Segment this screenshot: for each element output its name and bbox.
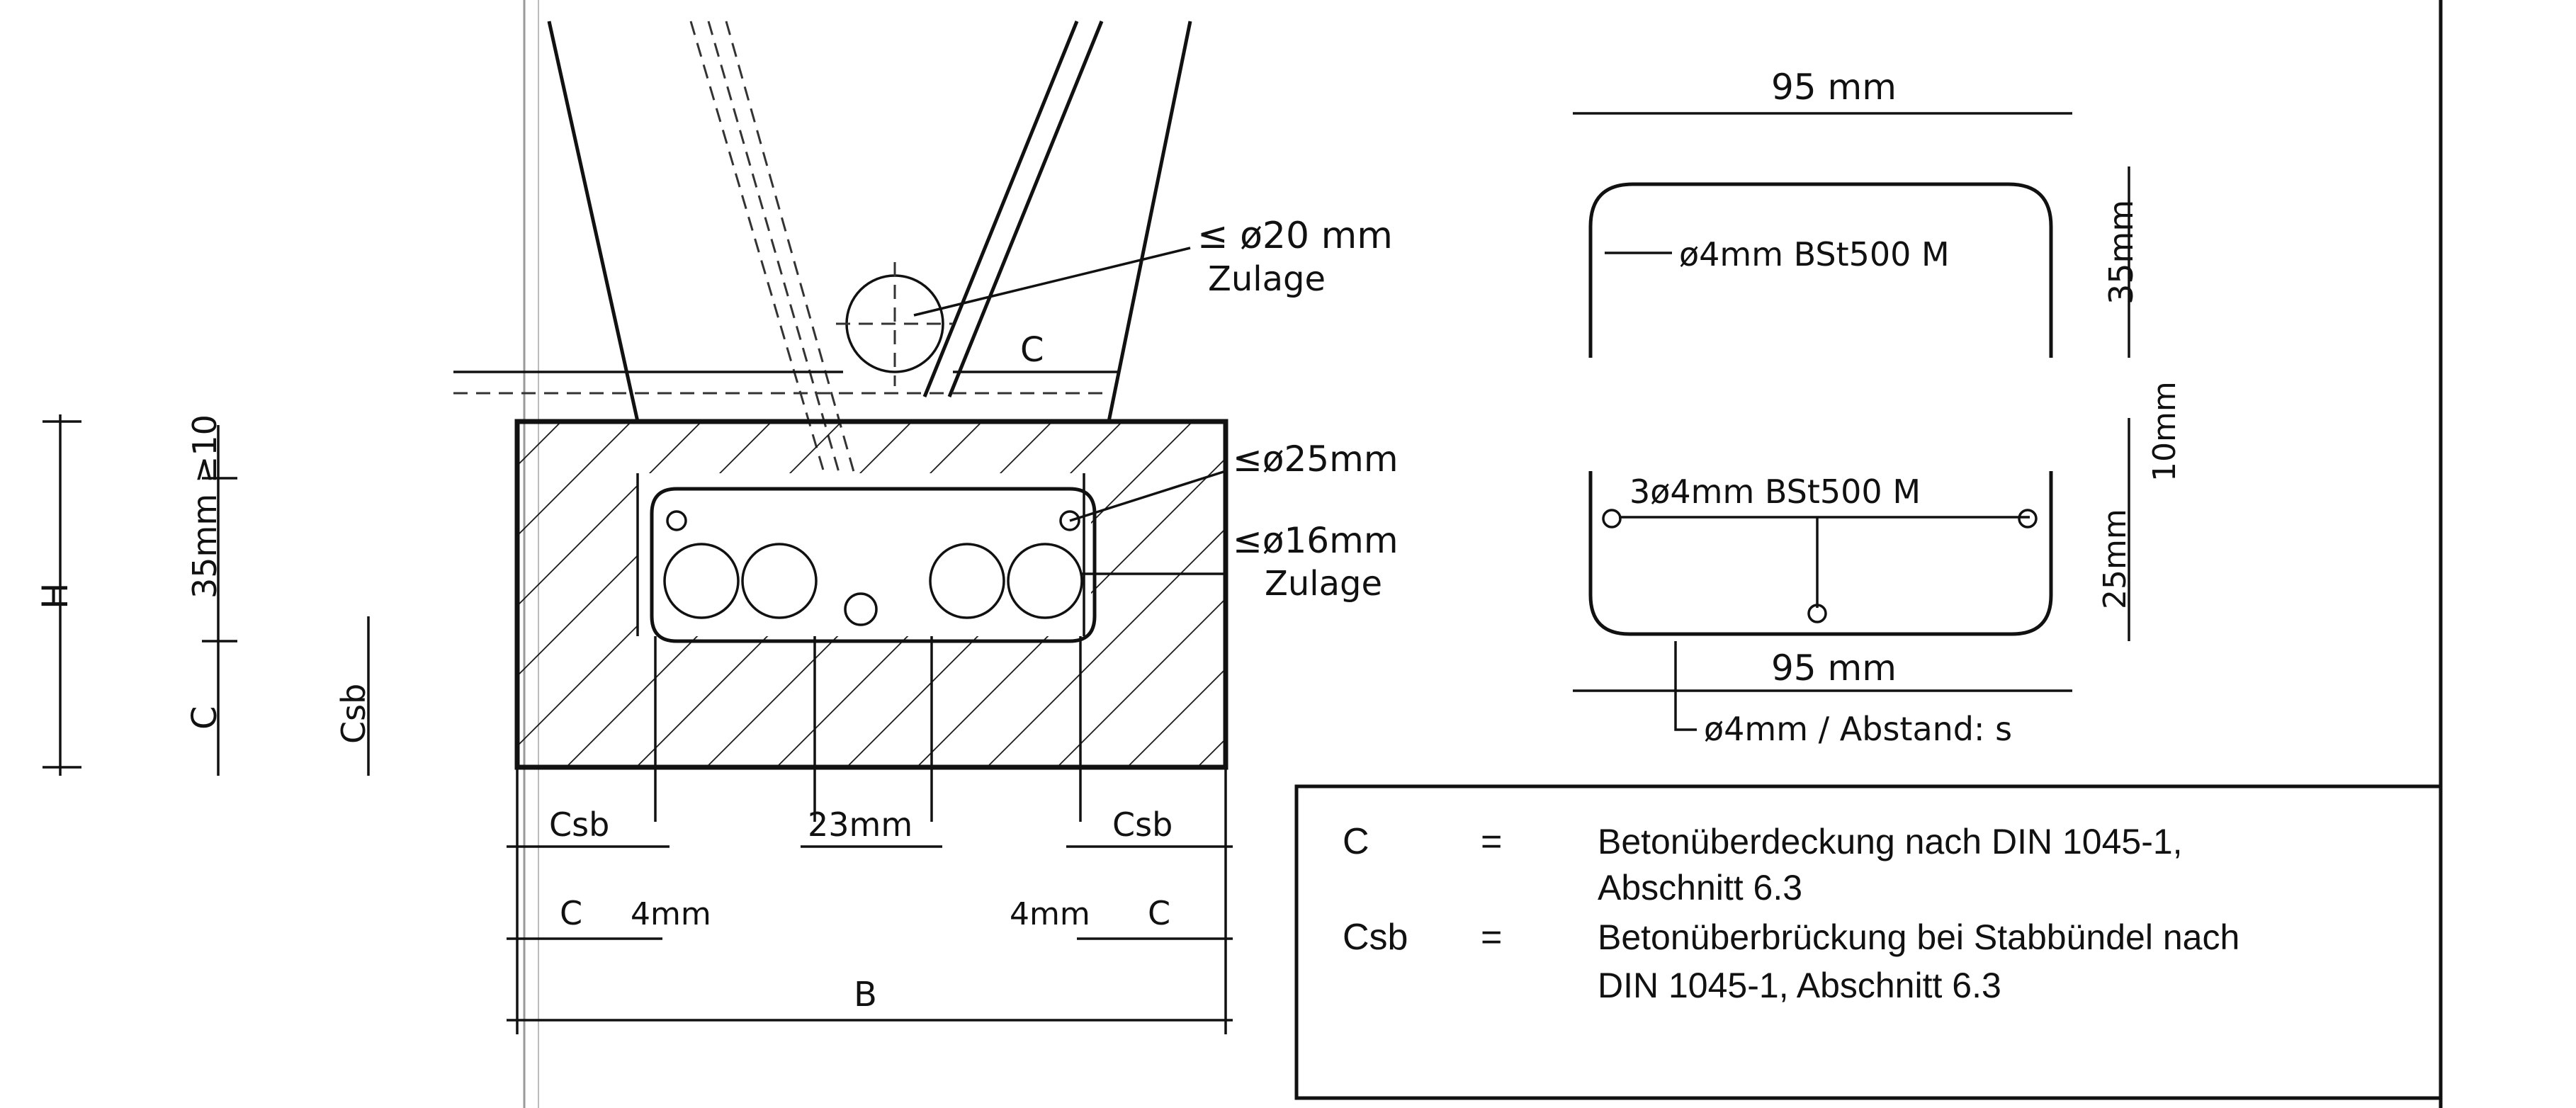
dim-bottom-csb-right: Csb	[1112, 805, 1173, 844]
label-zulage-top: Zulage	[1208, 259, 1326, 299]
legend-box: C = Betonüberdeckung nach DIN 1045-1, Ab…	[1294, 784, 2443, 1100]
dim-bottom-csb-left: Csb	[549, 805, 609, 844]
dim-top-c: C	[1020, 330, 1044, 370]
label-zulage-top-dia: ≤ ø20 mm	[1197, 215, 1393, 257]
bar-bundle	[663, 510, 1083, 626]
label-bar-16: ≤ø16mm	[1233, 520, 1399, 561]
dim-stirrup-top-height: 35mm	[2102, 200, 2140, 305]
bar-center	[1807, 604, 1827, 623]
dim-bottom-c-right: C	[1148, 894, 1170, 932]
dim-bottom-4mm-left: 4mm	[631, 896, 711, 932]
dim-bottom-4mm-right: 4mm	[1010, 896, 1090, 932]
legend-csb-text2: DIN 1045-1, Abschnitt 6.3	[1598, 966, 2001, 1005]
section-stirrup	[650, 487, 1097, 643]
legend-eq-c: =	[1481, 821, 1502, 862]
bottom-dimension-lines	[507, 845, 1233, 1022]
concrete-section	[514, 419, 1228, 770]
leader-25mm	[1069, 470, 1226, 522]
legend-symbol-csb: Csb	[1343, 917, 1408, 958]
bar-left	[1602, 509, 1622, 528]
dim-left-35mm: 35mm ≥10	[186, 414, 224, 599]
label-stirrup-top-spec: ø4mm BSt500 M	[1679, 235, 1950, 273]
extension-lines	[516, 636, 1227, 1034]
legend-c-text2: Abschnitt 6.3	[1598, 868, 1802, 908]
dim-stirrup-top-width: 95 mm	[1771, 67, 1897, 108]
label-bar-25: ≤ø25mm	[1233, 439, 1399, 480]
dim-bottom-c-left: C	[560, 894, 582, 932]
legend-symbol-c: C	[1343, 821, 1369, 862]
dim-left-c: C	[185, 706, 225, 730]
legend-c-text1: Betonüberdeckung nach DIN 1045-1,	[1598, 822, 2183, 861]
legend-eq-csb: =	[1481, 917, 1502, 958]
dim-stirrup-bottom-top: 10mm	[2147, 381, 2183, 482]
label-stirrup-bottom-spec: 3ø4mm BSt500 M	[1629, 473, 1921, 511]
stirrup-spacing-leader	[1674, 641, 1697, 731]
stirrup-top	[1588, 182, 2053, 358]
legend-csb-text1: Betonüberbrückung bei Stabbündel nach	[1598, 917, 2239, 957]
diagram-labels: ≤ ø20 mm Zulage ≤ø25mm ≤ø16mm Zulage C H…	[35, 67, 2183, 1014]
zulage-bar	[836, 247, 1191, 386]
dim-stirrup-bottom-width: 95 mm	[1771, 648, 1897, 689]
dim-left-csb: Csb	[334, 684, 373, 744]
dim-bottom-b: B	[854, 975, 877, 1014]
dim-bottom-23mm: 23mm	[808, 805, 913, 844]
label-stirrup-spacing: ø4mm / Abstand: s	[1704, 710, 2012, 748]
bar-right	[2018, 509, 2038, 528]
dim-left-h: H	[35, 582, 76, 609]
stirrup-bottom	[1588, 471, 2053, 636]
label-zulage-bottom: Zulage	[1265, 564, 1382, 604]
dim-stirrup-bottom-height: 25mm	[2097, 509, 2133, 609]
left-dimension-lines	[43, 414, 370, 776]
